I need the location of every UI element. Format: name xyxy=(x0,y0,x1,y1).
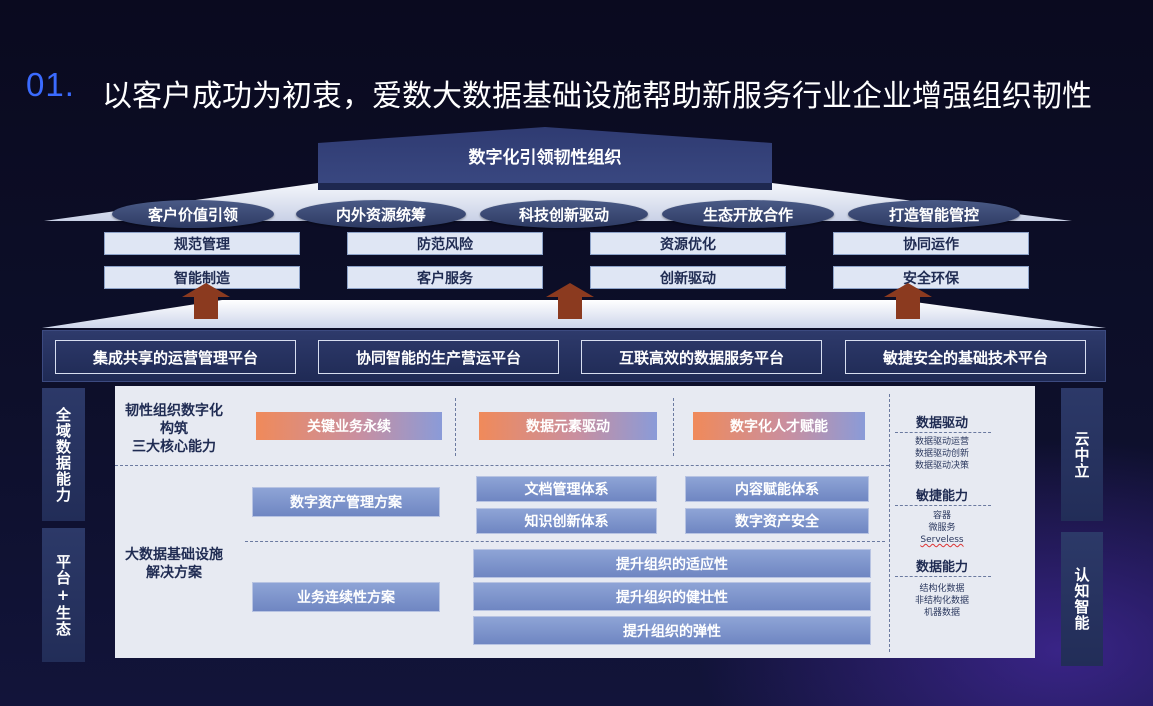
side-cloud-neutral: 云中立 xyxy=(1061,388,1103,521)
pill-resource-coordination: 内外资源统筹 xyxy=(296,200,466,228)
grid-document-management: 文档管理体系 xyxy=(476,476,657,502)
capability-title: 敏捷能力 xyxy=(915,489,968,504)
roof-title: 数字化引领韧性组织 xyxy=(468,148,622,168)
core-business-continuity: 关键业务永续 xyxy=(256,412,442,440)
platform-band: 集成共享的运营管理平台 协同智能的生产营运平台 互联高效的数据服务平台 敏捷安全… xyxy=(42,330,1106,382)
divider xyxy=(245,541,885,542)
solution-digital-asset: 数字资产管理方案 xyxy=(252,487,440,517)
pill-tech-innovation: 科技创新驱动 xyxy=(480,200,648,228)
side-platform-ecosystem: 平台+生态 xyxy=(42,528,85,662)
platform-infrastructure: 敏捷安全的基础技术平台 xyxy=(845,340,1086,374)
solution-business-continuity: 业务连续性方案 xyxy=(252,582,440,612)
roof-cap xyxy=(318,127,772,183)
up-arrow-icon xyxy=(546,283,594,319)
divider xyxy=(895,505,991,506)
capability-title: 数据能力 xyxy=(915,560,968,575)
main-panel: 韧性组织数字化 构筑 三大核心能力 大数据基础设施 解决方案 关键业务永续 数据… xyxy=(115,386,1035,658)
divider xyxy=(889,394,890,652)
divider xyxy=(895,576,991,577)
grid-content-enablement: 内容赋能体系 xyxy=(685,476,869,502)
box-standard-management: 规范管理 xyxy=(104,232,300,255)
capability-title: 数据驱动 xyxy=(915,416,968,431)
platform-production: 协同智能的生产营运平台 xyxy=(318,340,559,374)
infrastructure-label: 大数据基础设施 解决方案 xyxy=(125,547,223,581)
section-number: 01. xyxy=(26,66,75,103)
divider xyxy=(455,398,456,456)
bar-robustness: 提升组织的健壮性 xyxy=(473,582,871,611)
box-safety-env: 安全环保 xyxy=(833,266,1029,289)
pill-customer-value: 客户价值引领 xyxy=(112,200,274,228)
capability-list: 数据驱动运营 数据驱动创新 数据驱动决策 xyxy=(914,437,969,471)
core-talent-enablement: 数字化人才赋能 xyxy=(693,412,865,440)
side-cognitive-intelligence: 认知智能 xyxy=(1061,532,1103,666)
up-arrow-icon xyxy=(182,283,230,319)
box-innovation-drive: 创新驱动 xyxy=(590,266,786,289)
platform-operations: 集成共享的运营管理平台 xyxy=(55,340,296,374)
grid-digital-asset-security: 数字资产安全 xyxy=(685,508,869,534)
bar-elasticity: 提升组织的弹性 xyxy=(473,616,871,645)
divider xyxy=(895,432,991,433)
side-full-domain-data: 全域数据能力 xyxy=(42,388,85,521)
up-arrow-icon xyxy=(884,283,932,319)
page-title: 以客户成功为初衷，爱数大数据基础设施帮助新服务行业企业增强组织韧性 xyxy=(102,79,1092,114)
core-data-driven: 数据元素驱动 xyxy=(479,412,657,440)
box-risk-prevention: 防范风险 xyxy=(347,232,543,255)
grid-knowledge-innovation: 知识创新体系 xyxy=(476,508,657,534)
bar-adaptability: 提升组织的适应性 xyxy=(473,549,871,578)
box-resource-optimization: 资源优化 xyxy=(590,232,786,255)
pill-smart-control: 打造智能管控 xyxy=(848,200,1020,228)
box-customer-service: 客户服务 xyxy=(347,266,543,289)
divider xyxy=(115,465,889,466)
box-collaboration: 协同运作 xyxy=(833,232,1029,255)
box-smart-manufacturing: 智能制造 xyxy=(104,266,300,289)
pill-ecosystem: 生态开放合作 xyxy=(662,200,834,228)
platform-data-service: 互联高效的数据服务平台 xyxy=(581,340,822,374)
core-capability-label: 韧性组织数字化 构筑 三大核心能力 xyxy=(125,403,223,455)
capability-list: 容器 微服务 Serveless xyxy=(920,511,964,545)
capability-list: 结构化数据 非结构化数据 机器数据 xyxy=(914,584,969,618)
divider xyxy=(673,398,674,456)
